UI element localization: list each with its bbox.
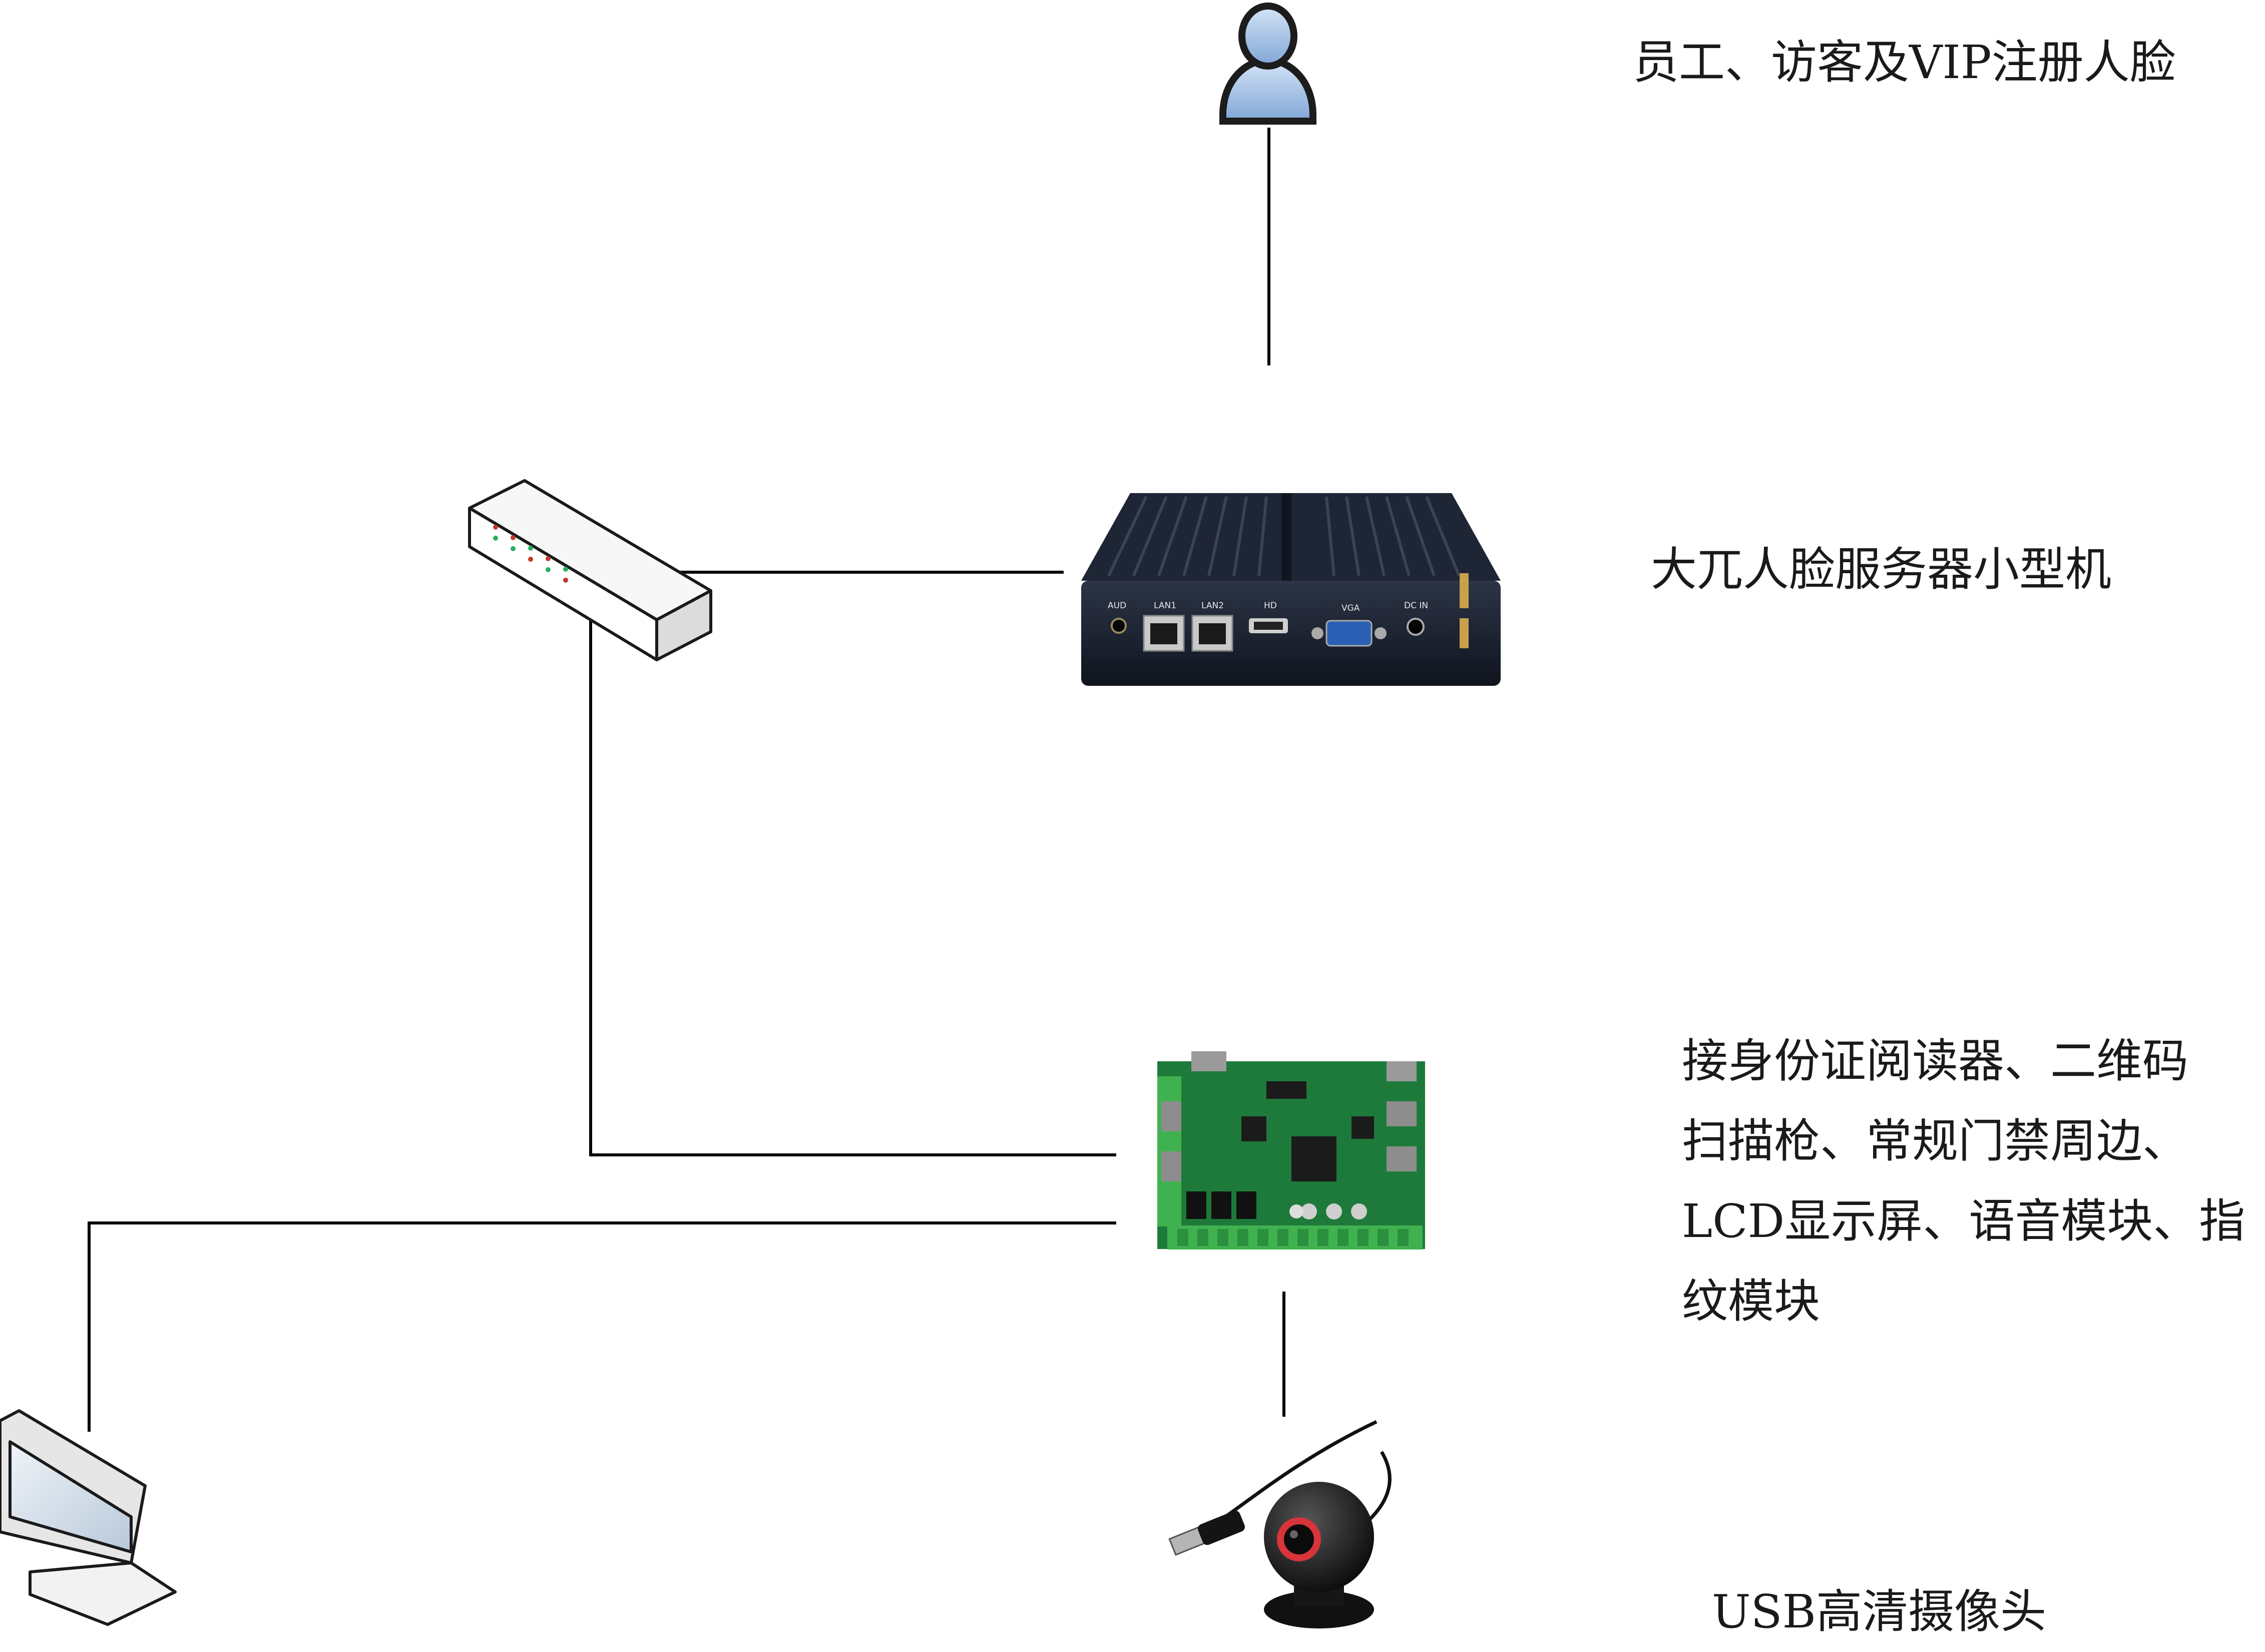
label-controller-line: 扫描枪、常规门禁周边、 [1682,1114,2189,1168]
label-controller-line: LCD显示屏、语音模块、指 [1682,1194,2245,1248]
port-label-lan2: LAN2 [1201,601,1224,611]
line-switch-to-controller [589,621,1116,1156]
connection-lines [88,128,1285,1432]
label-register: 员工、访客及VIP注册人脸 [1633,36,2176,89]
port-label-hd: HD [1264,601,1277,611]
network-switch-icon [468,479,712,661]
port-label-dc-in: DC IN [1404,601,1428,611]
monitor-icon [0,1409,177,1626]
label-controller-line: 接身份证阅读器、二维码 [1682,1034,2189,1088]
port-label-vga: VGA [1341,603,1360,613]
controller-board-image [1157,1051,1425,1250]
person-icon [1219,3,1316,125]
port-label-lan1: LAN1 [1154,601,1176,611]
label-camera: USB高清摄像头 [1712,1585,2047,1638]
label-controller-line: 纹模块 [1682,1275,1821,1328]
label-server: 大兀人脸服务器小型机 [1651,543,2112,596]
port-label-aud: AUD [1108,601,1126,611]
line-monitor-to-controller [88,1221,1116,1432]
usb-camera-image [1168,1420,1392,1628]
label-controller: 接身份证阅读器、二维码 扫描枪、常规门禁周边、 LCD显示屏、语音模块、指 纹模… [1682,1021,2245,1342]
mini-server-image: AUD LAN1 LAN2 HD VGA DC IN [1081,493,1501,686]
